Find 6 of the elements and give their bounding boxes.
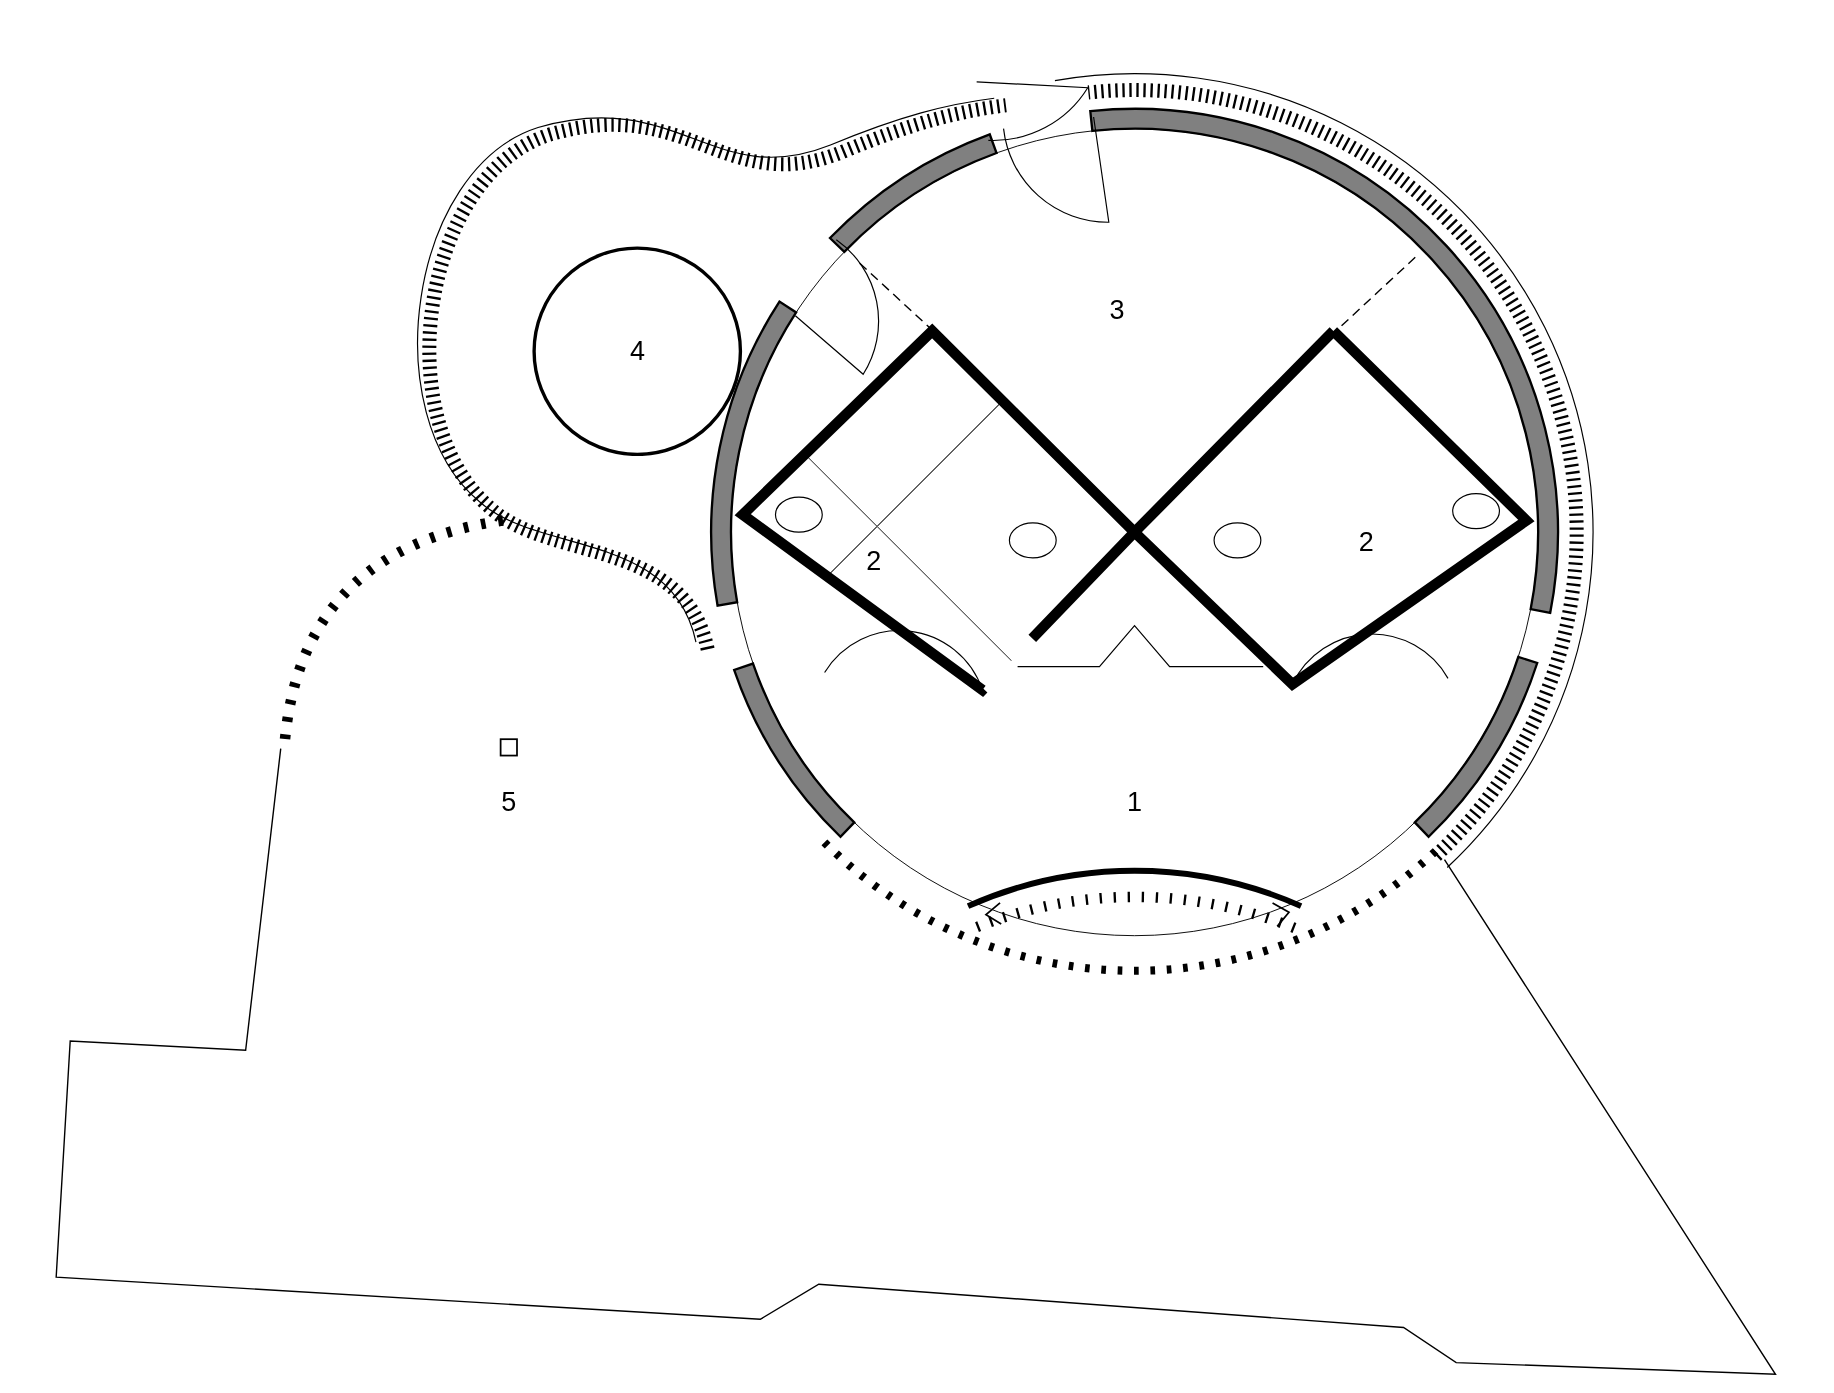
room-number: 4 (629, 337, 645, 365)
room-number: 3 (1109, 296, 1125, 324)
room-number: 2 (1358, 528, 1374, 556)
room-number: 5 (501, 788, 517, 816)
room-number: 1 (1127, 788, 1143, 816)
room-number: 2 (866, 547, 882, 575)
